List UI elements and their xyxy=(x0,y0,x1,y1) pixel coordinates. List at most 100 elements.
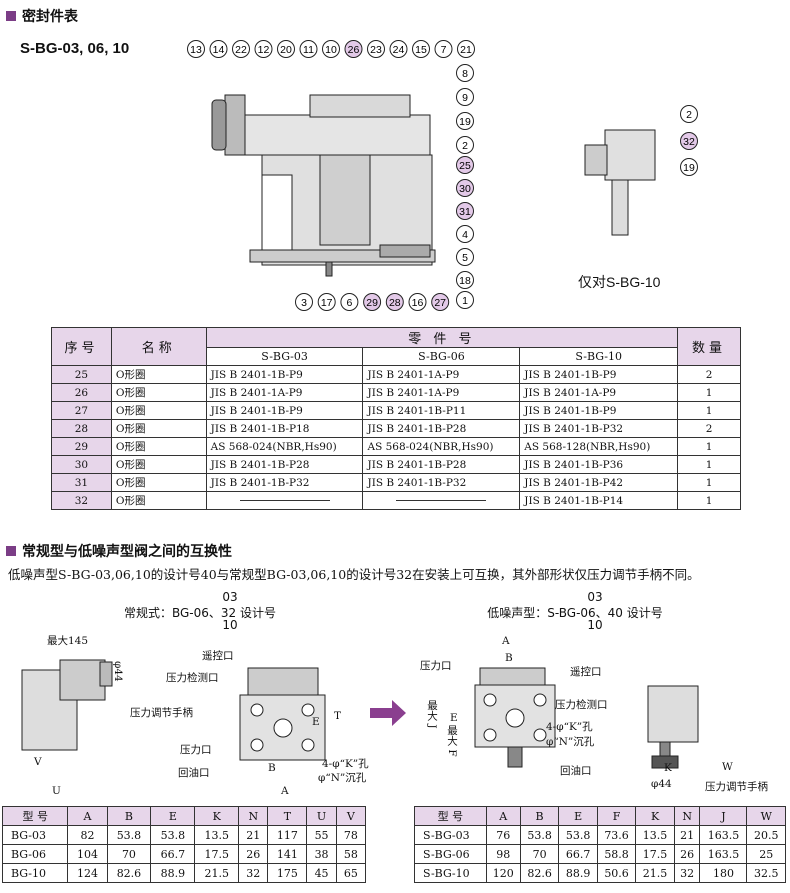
callout-circle: 9 xyxy=(456,88,474,106)
conv-gauge-label: 压力检测口 xyxy=(166,672,219,684)
callout-circle: 19 xyxy=(456,112,474,130)
conv-dim-value: 32 xyxy=(238,863,269,883)
svg-text:30: 30 xyxy=(459,183,471,195)
ln-return-label: 回油口 xyxy=(560,765,592,777)
ln-title-top: 03 xyxy=(587,590,603,604)
seal-no: 32 xyxy=(51,491,112,510)
callout-circle: 5 xyxy=(456,248,474,266)
part-03 xyxy=(205,491,364,510)
seal-qty: 2 xyxy=(677,419,741,438)
conv-dim-value: 104 xyxy=(67,844,108,864)
svg-text:19: 19 xyxy=(459,116,471,128)
callout-circle: 3 xyxy=(295,293,313,311)
svg-text:10: 10 xyxy=(325,44,337,56)
conv-dim-value: 66.7 xyxy=(150,844,196,864)
ln-handle-label: 压力调节手柄 xyxy=(705,781,768,793)
conv-dim-header: 型 号 xyxy=(1,806,69,826)
seal-section-title: 密封件表 xyxy=(22,9,78,25)
ln-title: 低噪声型：S-BG-06、40 设计号 xyxy=(487,606,663,620)
ln-hole-k: 4-φ“K”孔 xyxy=(546,721,593,733)
part-10: JIS B 2401-1B-P9 xyxy=(519,365,679,384)
svg-text:31: 31 xyxy=(459,206,471,218)
conv-dim-value: 124 xyxy=(67,863,108,883)
ln-dim-value: 21.5 xyxy=(635,863,675,883)
part-10: JIS B 2401-1B-P14 xyxy=(519,491,679,510)
seal-no: 31 xyxy=(51,473,112,492)
part-06: JIS B 2401-1B-P28 xyxy=(362,455,521,474)
conv-dim-header: E xyxy=(150,806,196,826)
seal-name: O形圈 xyxy=(110,455,207,474)
conv-dim-header: V xyxy=(335,806,367,826)
seal-name: O形圈 xyxy=(110,473,207,492)
seal-no: 27 xyxy=(51,401,112,420)
conv-dim-b: B xyxy=(268,762,276,774)
ln-dim-a: A xyxy=(502,635,510,647)
ln-pressure-label: 压力口 xyxy=(420,660,452,672)
callout-circle: 32 xyxy=(680,132,698,150)
callout-circle: 27 xyxy=(431,293,450,311)
part-03: AS 568-024(NBR,Hs90) xyxy=(205,437,364,456)
part-03: JIS B 2401-1B-P9 xyxy=(205,365,364,384)
conv-dim-value: 45 xyxy=(306,863,337,883)
seal-name: O形圈 xyxy=(110,437,207,456)
conv-dim-value: 88.9 xyxy=(150,863,196,883)
ln-dim-value: 17.5 xyxy=(635,844,675,864)
ln-dim-value: 82.6 xyxy=(519,863,560,883)
conv-dim-v: V xyxy=(34,756,42,768)
ln-dim-header: K xyxy=(635,806,675,826)
svg-text:6: 6 xyxy=(346,297,352,309)
conv-dim-value: 175 xyxy=(267,863,308,883)
svg-text:7: 7 xyxy=(441,44,447,56)
section-marker-icon xyxy=(6,11,16,21)
conv-dim-value: 70 xyxy=(106,844,152,864)
callout-circle: 31 xyxy=(456,202,474,220)
ln-title-bottom: 10 xyxy=(587,618,603,632)
ln-dim-model: S-BG-03 xyxy=(414,825,487,845)
ln-dim-value: 120 xyxy=(485,863,521,883)
callout-circle: 13 xyxy=(187,40,205,58)
part-06: JIS B 2401-1A-P9 xyxy=(362,365,521,384)
part-10: JIS B 2401-1B-P9 xyxy=(519,401,679,420)
svg-text:32: 32 xyxy=(683,136,695,148)
conv-dim-value: 58 xyxy=(335,844,367,864)
part-10: JIS B 2401-1B-P42 xyxy=(519,473,679,492)
model-header: S-BG-03 xyxy=(205,347,364,366)
interchange-section-heading: 常规型与低噪声型阀之间的互换性 xyxy=(6,541,232,561)
part-03: JIS B 2401-1B-P9 xyxy=(205,401,364,420)
ln-dim-value: 21 xyxy=(673,825,701,845)
ln-dim-model: S-BG-10 xyxy=(414,863,487,883)
seal-name: O形圈 xyxy=(110,383,207,402)
svg-text:21: 21 xyxy=(460,44,472,56)
ln-max-j: 最大 J xyxy=(426,700,438,729)
part-03: JIS B 2401-1A-P9 xyxy=(205,383,364,402)
conv-dim-value: 53.8 xyxy=(106,825,152,845)
ln-dim-e: E xyxy=(450,712,458,724)
callout-circle: 10 xyxy=(322,40,340,58)
svg-text:16: 16 xyxy=(412,297,424,309)
svg-text:15: 15 xyxy=(415,44,427,56)
ln-dim-value: 163.5 xyxy=(699,825,748,845)
seal-no: 25 xyxy=(51,365,112,384)
conv-dim-value: 13.5 xyxy=(194,825,240,845)
empty-dash xyxy=(396,500,487,501)
svg-text:18: 18 xyxy=(459,275,471,287)
conv-pressure-label: 压力口 xyxy=(180,744,212,756)
ln-dim-value: 66.7 xyxy=(558,844,598,864)
ln-dim-value: 88.9 xyxy=(558,863,598,883)
callout-circle: 22 xyxy=(232,40,250,58)
conv-title-bottom: 10 xyxy=(222,618,238,632)
ln-dim-w: W xyxy=(722,761,733,773)
ln-dim-value: 32.5 xyxy=(746,863,786,883)
callout-circle: 2 xyxy=(456,136,474,154)
svg-text:3: 3 xyxy=(301,297,307,309)
seal-qty: 1 xyxy=(677,401,741,420)
part-06: JIS B 2401-1B-P11 xyxy=(362,401,521,420)
seal-name: O形圈 xyxy=(110,401,207,420)
conv-handle-label: 压力调节手柄 xyxy=(130,707,193,719)
